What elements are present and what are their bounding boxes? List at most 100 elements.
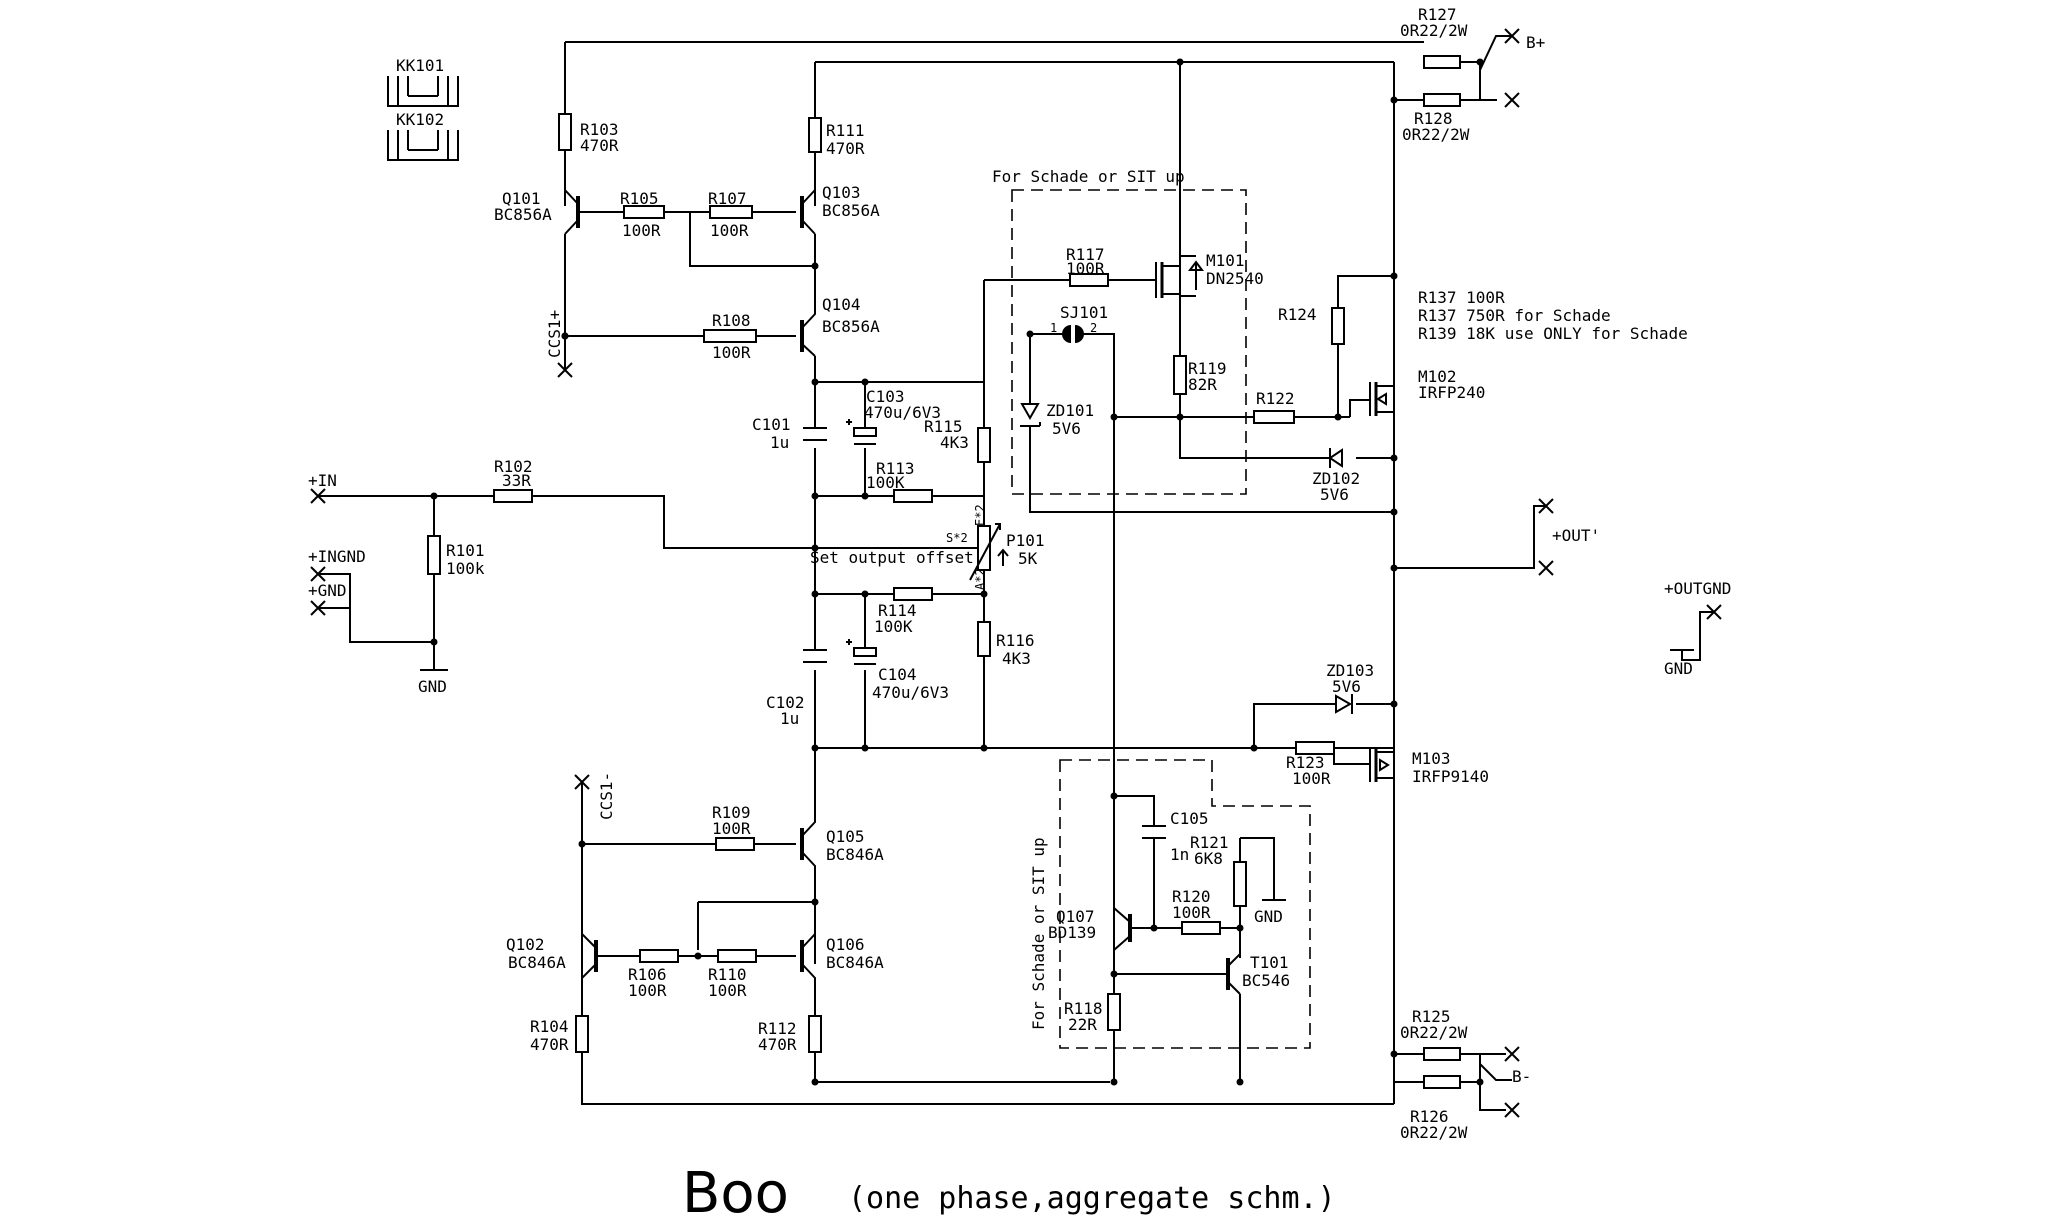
resistor-r116 [977, 621, 991, 657]
label-r123-name: R123 [1286, 753, 1325, 772]
label-sj101-pin2: 2 [1090, 321, 1097, 335]
label-q106-name: Q106 [826, 935, 865, 954]
label-kk102: KK102 [396, 110, 444, 129]
label-r116-name: R116 [996, 631, 1035, 650]
heatsink-kk102 [387, 130, 459, 161]
label-p101-pin-s: S*2 [946, 531, 968, 545]
label-r103-value: 470R [580, 136, 619, 155]
label-r112-name: R112 [758, 1019, 797, 1038]
label-r109-value: 100R [712, 819, 751, 838]
port-out: +OUT' [1552, 526, 1600, 545]
label-q101-value: BC856A [494, 205, 552, 224]
diodes [969, 325, 1364, 714]
label-sj101-name: SJ101 [1060, 303, 1108, 322]
label-r113-name: R113 [876, 459, 915, 478]
label-r109-name: R109 [712, 803, 751, 822]
resistor-r109 [715, 837, 755, 851]
label-r119-name: R119 [1188, 359, 1227, 378]
label-r114-value: 100K [874, 617, 913, 636]
label-m101-value: DN2540 [1206, 269, 1264, 288]
schade-box-top [1011, 189, 1247, 495]
label-r102-name: R102 [494, 457, 533, 476]
label-r107-value: 100R [710, 221, 749, 240]
resistor-r115 [977, 427, 991, 463]
zener-zd103 [1335, 694, 1364, 714]
label-zd101-value: 5V6 [1052, 419, 1081, 438]
label-r104-value: 470R [530, 1035, 569, 1054]
capacitor-c103 [846, 419, 877, 445]
port-outgnd: +OUTGND [1664, 579, 1731, 598]
resistor-r124 [1331, 307, 1345, 345]
resistor-r108 [703, 329, 757, 343]
capacitors [803, 419, 1166, 850]
label-r118-value: 22R [1068, 1015, 1097, 1034]
label-q104-name: Q104 [822, 295, 861, 314]
resistor-r121 [1233, 861, 1247, 907]
label-r128-value: 0R22/2W [1402, 125, 1470, 144]
mosfet-m103 [1333, 748, 1395, 806]
junctions [430, 58, 1484, 1086]
label-r101-name: R101 [446, 541, 485, 560]
label-p101-name: P101 [1006, 531, 1045, 550]
resistor-r101 [427, 535, 441, 575]
label-c103-name: C103 [866, 387, 905, 406]
resistor-r104 [575, 1015, 589, 1053]
label-r112-value: 470R [758, 1035, 797, 1054]
label-q102-name: Q102 [506, 935, 545, 954]
label-c105-name: C105 [1170, 809, 1209, 828]
transistors [564, 152, 1395, 1016]
label-c104-value: 470u/6V3 [872, 683, 949, 702]
transistor-q104 [800, 290, 816, 357]
label-c101-value: 1u [770, 433, 789, 452]
label-q107-name: Q107 [1056, 907, 1095, 926]
transistor-q107 [1113, 796, 1154, 954]
label-t101-name: T101 [1250, 953, 1289, 972]
resistor-r120 [1181, 921, 1221, 935]
resistor-r119 [1173, 355, 1187, 395]
label-t101-value: BC546 [1242, 971, 1290, 990]
resistor-r111 [808, 117, 822, 153]
label-c101-name: C101 [752, 415, 791, 434]
diagram-title: Boo [682, 1161, 789, 1225]
port-gnd-in: +GND [308, 581, 347, 600]
label-zd103-name: ZD103 [1326, 661, 1374, 680]
transistor-q101 [564, 168, 580, 235]
terminal-out-top [1538, 498, 1554, 514]
capacitor-c105 [1142, 796, 1166, 850]
label-r105-value: 100R [622, 221, 661, 240]
terminal-bminus [1504, 1046, 1520, 1062]
port-gnd1: GND [418, 677, 447, 696]
port-ccs1p: CCS1+ [545, 310, 564, 358]
heatsinks [387, 76, 459, 161]
label-zd103-value: 5V6 [1332, 677, 1361, 696]
label-q101-name: Q101 [502, 189, 541, 208]
label-r124-name: R124 [1278, 305, 1317, 324]
terminal-out [1538, 560, 1554, 576]
label-r105-name: R105 [620, 189, 659, 208]
transistor-q102 [581, 844, 598, 1016]
schade-box-bottom [1059, 759, 1311, 1049]
label-zd102-value: 5V6 [1320, 485, 1349, 504]
label-r110-value: 100R [708, 981, 747, 1000]
label-r117-value: 100R [1066, 259, 1105, 278]
potentiometer-p101 [969, 523, 1009, 594]
label-sj101-pin1: 1 [1050, 321, 1057, 335]
label-p101-pin-a: A*2 [973, 568, 987, 590]
resistor-r118 [1107, 993, 1121, 1031]
terminal-outgnd [1706, 604, 1722, 620]
label-r121-value: 6K8 [1194, 849, 1223, 868]
port-bplus: B+ [1526, 33, 1545, 52]
transistor-q105 [800, 820, 816, 868]
mosfet-m101 [1155, 246, 1204, 356]
label-r111-value: 470R [826, 139, 865, 158]
label-r108-value: 100R [712, 343, 751, 362]
resistor-r107 [709, 205, 753, 219]
label-q103-value: BC856A [822, 201, 880, 220]
label-r115-name: R115 [924, 417, 963, 436]
label-zd102-name: ZD102 [1312, 469, 1360, 488]
label-m102-name: M102 [1418, 367, 1457, 386]
label-r115-value: 4K3 [940, 433, 969, 452]
port-in: +IN [308, 471, 337, 490]
label-m103-value: IRFP9140 [1412, 767, 1489, 786]
note-line2: R137 750R for Schade [1418, 306, 1611, 325]
